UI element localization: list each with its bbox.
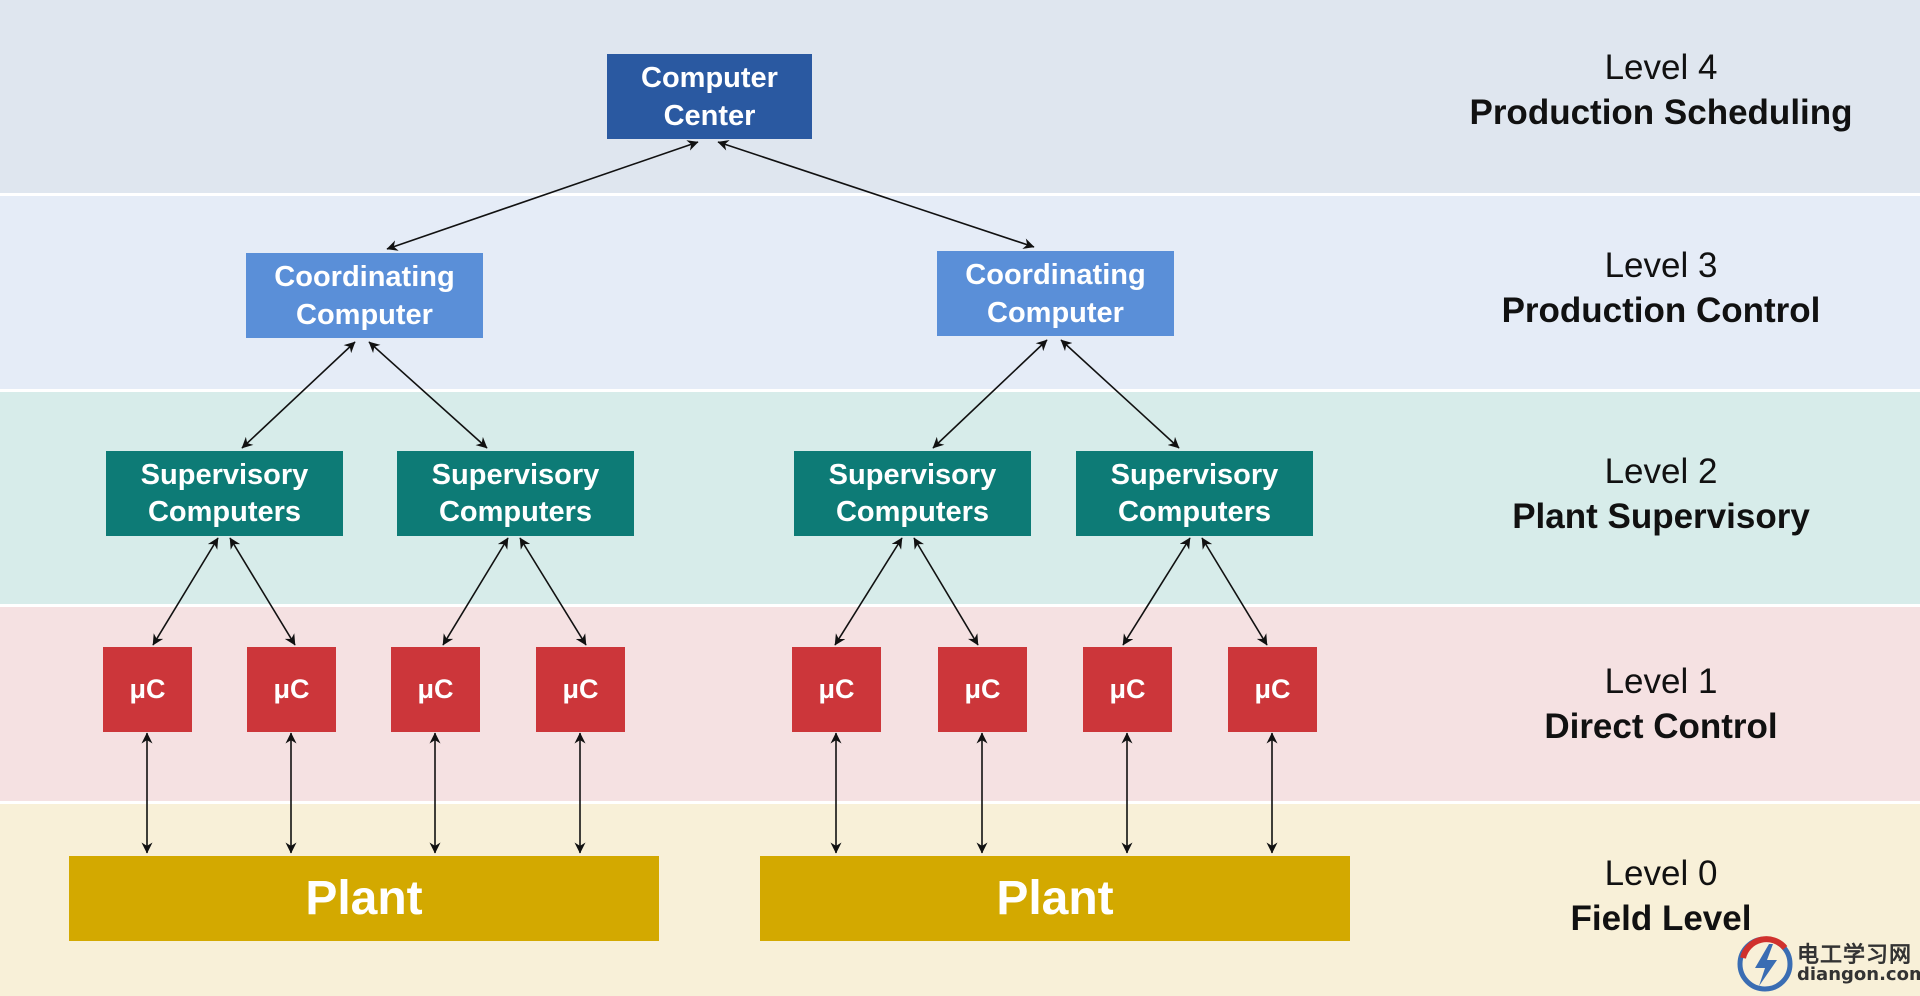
link-sup3-uc5 — [834, 537, 903, 646]
supervisory-line-1: Supervisory — [431, 458, 600, 491]
computer-center-node: Computer Center — [607, 54, 812, 139]
microcontroller-6: μC — [938, 647, 1027, 732]
link-coord-sup-1 — [241, 341, 356, 449]
plant-left: Plant — [69, 856, 659, 941]
link-coord-sup-2 — [368, 341, 488, 449]
microcontroller-4: μC — [536, 647, 625, 732]
level-0-label: Level 0 Field Level — [1441, 852, 1881, 942]
supervisory-computers-1: Supervisory Computers — [106, 451, 343, 536]
link-sup4-uc8 — [1201, 537, 1268, 646]
coordinating-computer-right: Coordinating Computer — [937, 251, 1174, 336]
plant-right: Plant — [760, 856, 1350, 941]
link-sup2-uc4 — [519, 537, 587, 646]
link-coord-sup-4 — [1060, 339, 1180, 449]
link-sup1-uc2 — [229, 537, 296, 646]
supervisory-line-1: Supervisory — [828, 458, 997, 491]
coordinating-line-1: Coordinating — [274, 260, 455, 293]
computer-center-line-2: Center — [663, 99, 756, 132]
level-0-name: Field Level — [1570, 899, 1752, 938]
level-1-number: Level 1 — [1604, 662, 1718, 701]
link-center-coord-left — [386, 140, 699, 251]
supervisory-line-2: Computers — [147, 495, 302, 528]
supervisory-line-1: Supervisory — [140, 458, 309, 491]
computer-center-line-1: Computer — [641, 61, 778, 94]
link-sup1-uc1 — [152, 537, 219, 646]
microcontroller-3: μC — [391, 647, 480, 732]
supervisory-computers-3: Supervisory Computers — [794, 451, 1031, 536]
level-1-name: Direct Control — [1544, 707, 1778, 746]
microcontroller-5: μC — [792, 647, 881, 732]
supervisory-line-2: Computers — [438, 495, 593, 528]
link-sup4-uc7 — [1122, 537, 1191, 646]
coordinating-line-2: Computer — [296, 298, 433, 331]
diangon-logo-icon — [1737, 936, 1793, 992]
level-2-number: Level 2 — [1604, 452, 1718, 491]
supervisory-line-2: Computers — [835, 495, 990, 528]
level-4-label: Level 4 Production Scheduling — [1441, 46, 1881, 136]
watermark-en-text: diangon.com — [1797, 964, 1920, 985]
level-2-name: Plant Supervisory — [1512, 497, 1810, 536]
microcontroller-7: μC — [1083, 647, 1172, 732]
supervisory-computers-4: Supervisory Computers — [1076, 451, 1313, 536]
level-1-label: Level 1 Direct Control — [1441, 660, 1881, 750]
link-coord-sup-3 — [932, 339, 1048, 449]
level-4-number: Level 4 — [1604, 48, 1718, 87]
coordinating-line-2: Computer — [987, 296, 1124, 329]
level-3-label: Level 3 Production Control — [1441, 244, 1881, 334]
supervisory-line-1: Supervisory — [1110, 458, 1279, 491]
link-center-coord-right — [717, 140, 1035, 249]
level-0-number: Level 0 — [1604, 854, 1718, 893]
link-sup3-uc6 — [913, 537, 979, 646]
link-sup2-uc3 — [442, 537, 509, 646]
watermark-cn-text: 电工学习网 — [1797, 943, 1913, 968]
coordinating-computer-left: Coordinating Computer — [246, 253, 483, 338]
supervisory-computers-2: Supervisory Computers — [397, 451, 634, 536]
supervisory-line-2: Computers — [1117, 495, 1272, 528]
level-4-name: Production Scheduling — [1469, 93, 1853, 132]
level-2-label: Level 2 Plant Supervisory — [1441, 450, 1881, 540]
coordinating-line-1: Coordinating — [965, 258, 1146, 291]
level-3-number: Level 3 — [1604, 246, 1718, 285]
level-3-name: Production Control — [1501, 291, 1821, 330]
microcontroller-2: μC — [247, 647, 336, 732]
microcontroller-8: μC — [1228, 647, 1317, 732]
microcontroller-1: μC — [103, 647, 192, 732]
